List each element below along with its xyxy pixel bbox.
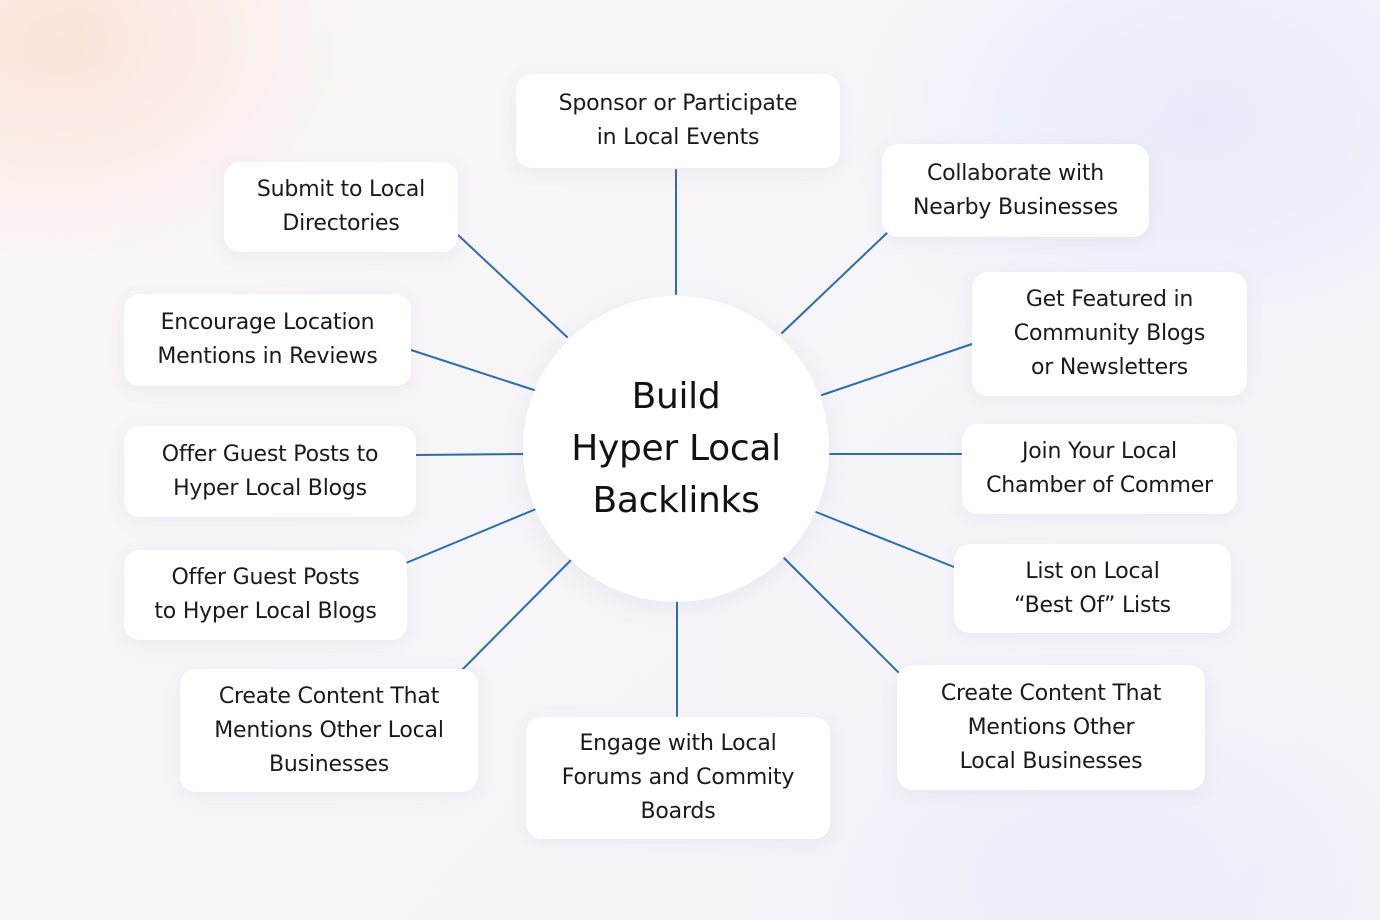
node-sponsor-events: Sponsor or Participate in Local Events — [516, 74, 840, 168]
node-local-directories: Submit to Local Directories — [224, 162, 458, 252]
connector-location-reviews — [410, 349, 535, 391]
node-label: Create Content That Mentions Other Local… — [214, 683, 444, 777]
node-label: Create Content That Mentions Other Local… — [940, 680, 1162, 774]
node-label: Collaborate with Nearby Businesses — [912, 160, 1119, 220]
central-topic: Build Hyper Local Backlinks — [523, 296, 829, 602]
node-collaborate-businesses: Collaborate with Nearby Businesses — [882, 144, 1149, 237]
node-label: Submit to Local Directories — [256, 177, 426, 236]
node-label: Offer Guest Posts to Hyper Local Blogs — [161, 441, 379, 501]
node-chamber-of-commerce: Join Your Local Chamber of Commer — [962, 424, 1237, 514]
node-label: Offer Guest Posts to Hyper Local Blogs — [154, 565, 377, 624]
connector-guest-posts-2 — [405, 508, 537, 564]
connector-content-mentions-left — [461, 559, 572, 671]
node-label: Engage with Local Forums and Commity Boa… — [561, 731, 795, 824]
node-label: Join Your Local Chamber of Commer — [986, 439, 1213, 498]
connector-collaborate-businesses — [781, 231, 889, 334]
node-label: Sponsor or Participate in Local Events — [558, 91, 798, 150]
connector-community-blogs — [821, 343, 973, 396]
node-guest-posts-1: Offer Guest Posts to Hyper Local Blogs — [124, 426, 416, 517]
node-content-mentions-right: Create Content That Mentions Other Local… — [897, 665, 1205, 790]
connector-local-directories — [457, 234, 568, 338]
node-label: List on Local “Best Of” Lists — [1014, 558, 1171, 618]
node-forums-boards: Engage with Local Forums and Commity Boa… — [526, 717, 830, 839]
connector-guest-posts-1 — [415, 453, 524, 456]
node-best-of-lists: List on Local “Best Of” Lists — [954, 544, 1231, 633]
central-topic-title: Build Hyper Local Backlinks — [571, 376, 781, 521]
node-label: Get Featured in Community Blogs or Newsl… — [1013, 287, 1206, 380]
connector-content-mentions-right — [783, 557, 899, 673]
connector-best-of-lists — [815, 511, 955, 568]
node-guest-posts-2: Offer Guest Posts to Hyper Local Blogs — [124, 550, 407, 640]
node-label: Encourage Location Mentions in Reviews — [157, 310, 378, 369]
node-content-mentions-left: Create Content That Mentions Other Local… — [180, 669, 478, 792]
node-location-reviews: Encourage Location Mentions in Reviews — [124, 294, 411, 386]
node-community-blogs: Get Featured in Community Blogs or Newsl… — [972, 272, 1247, 396]
